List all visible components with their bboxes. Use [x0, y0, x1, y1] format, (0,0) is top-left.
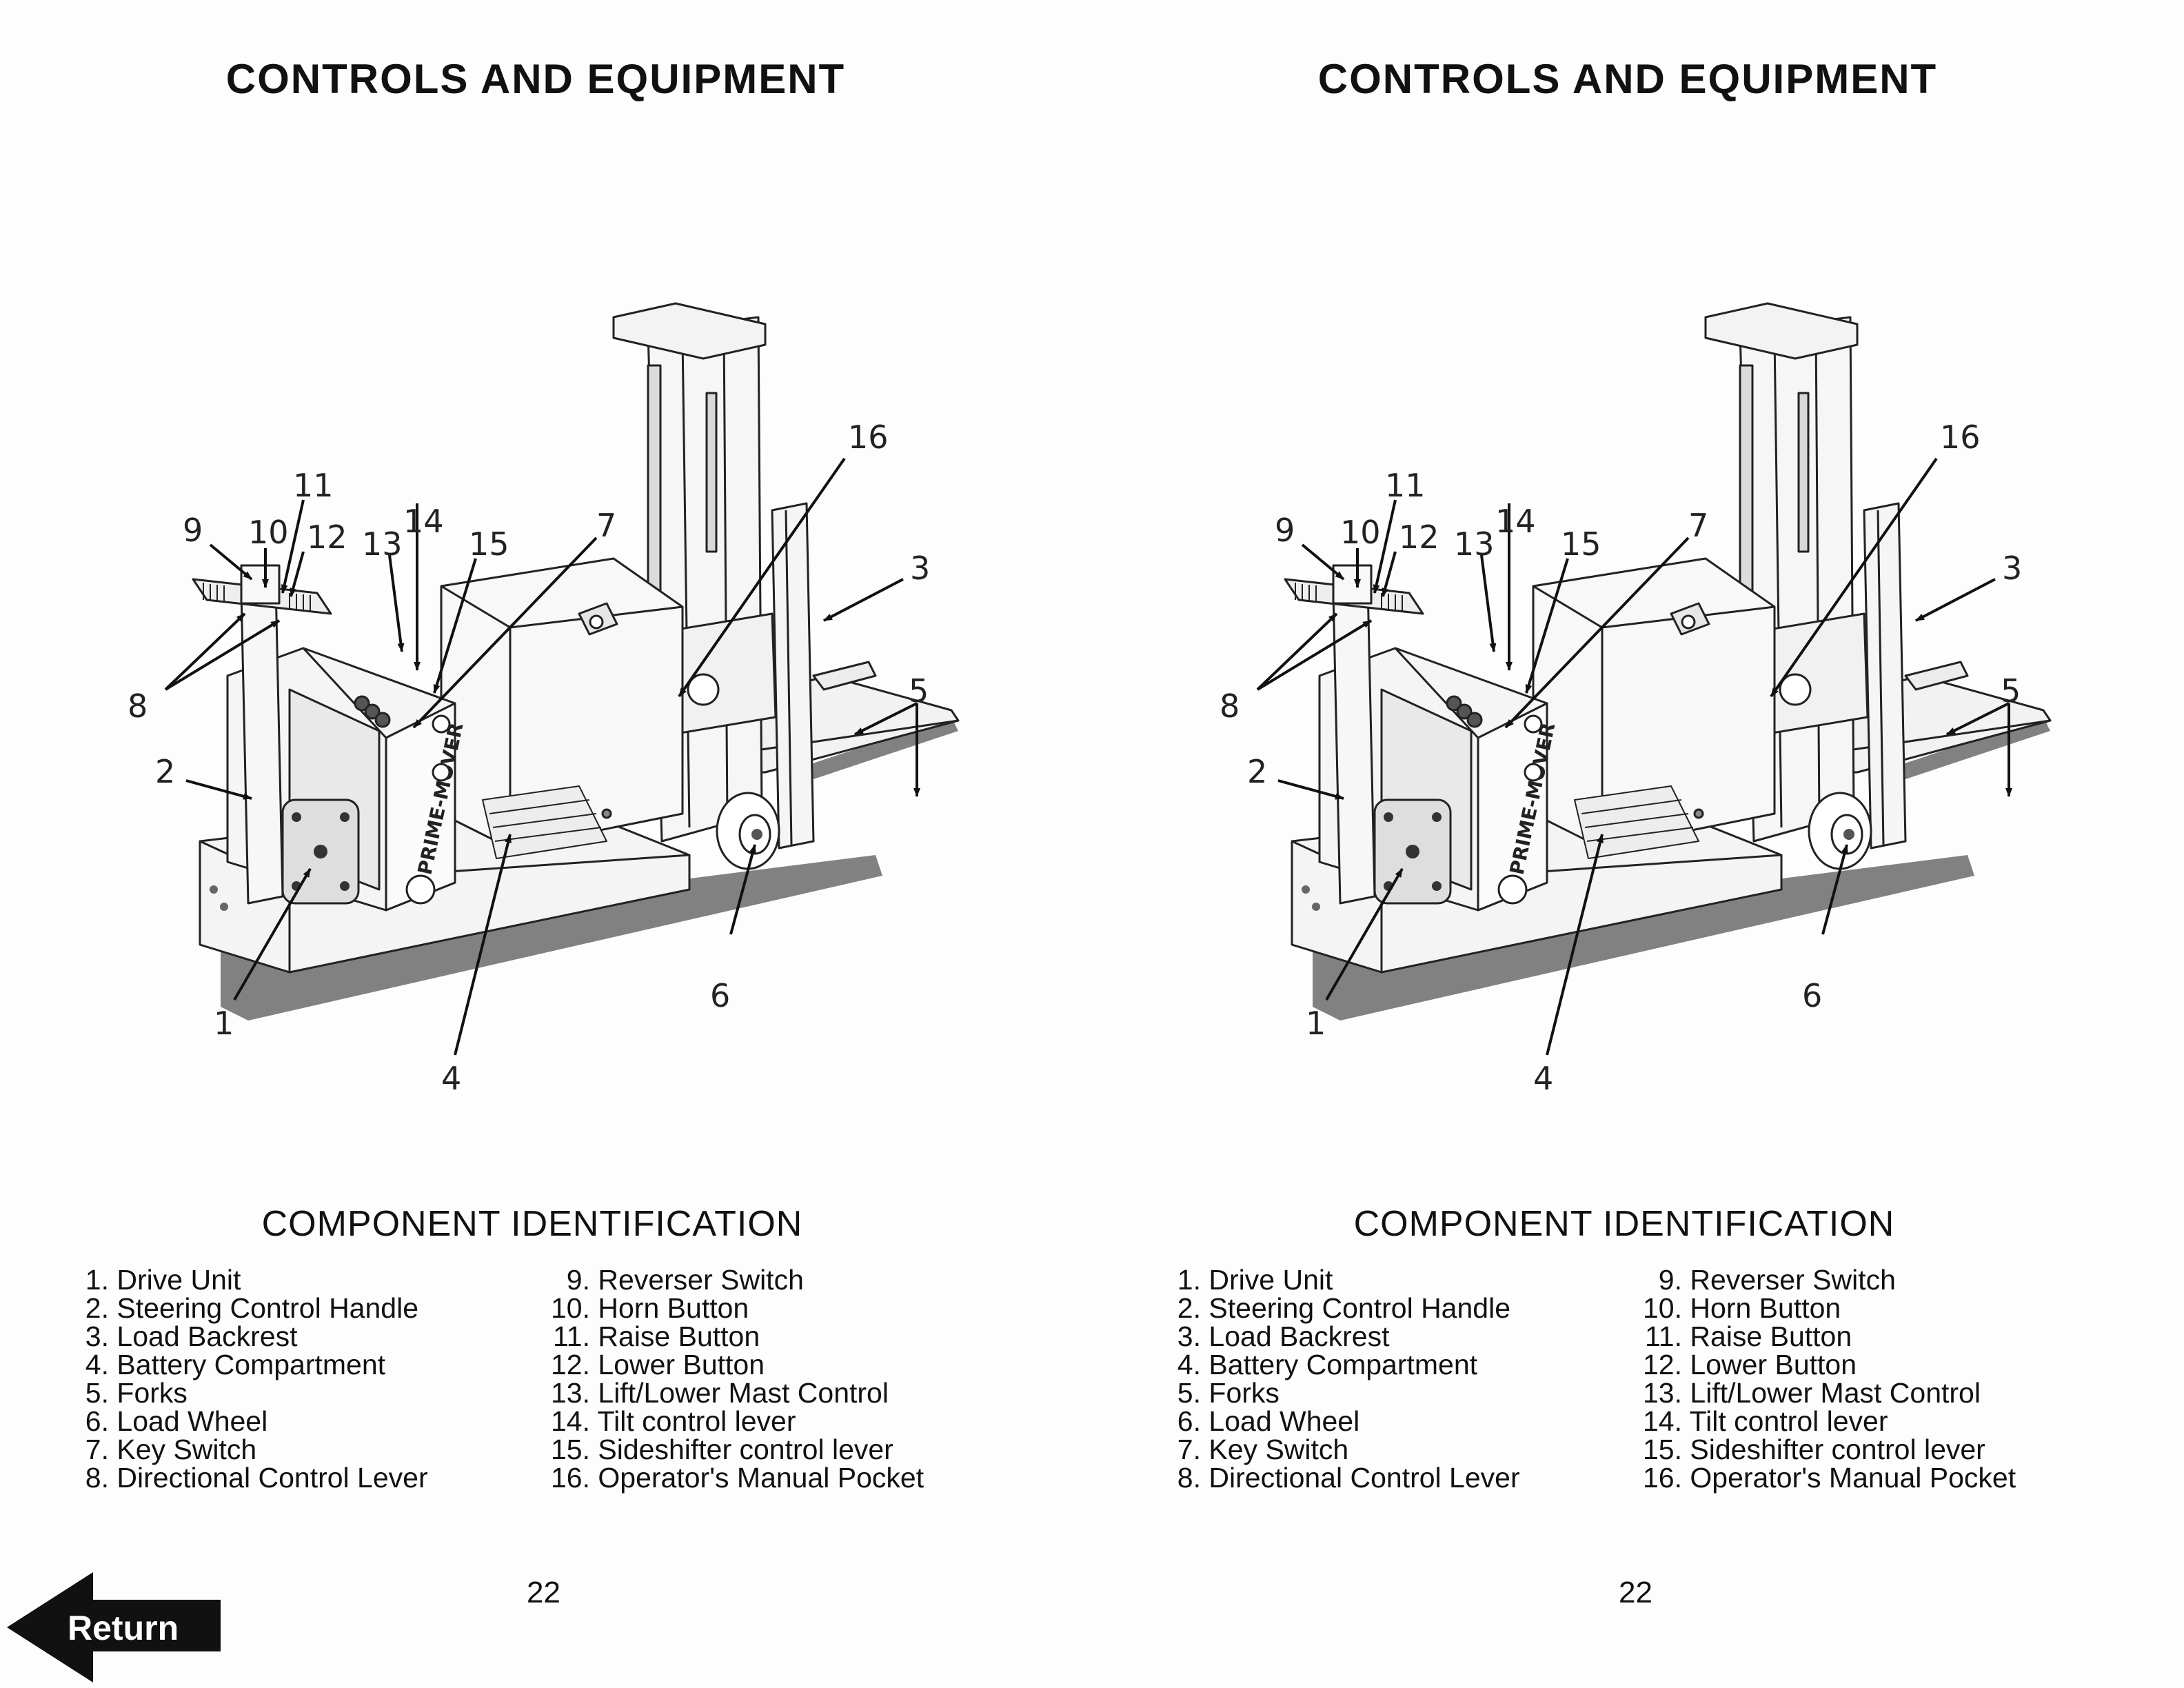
- callout-12: 12: [1399, 519, 1439, 556]
- list-item: 6. Load Wheel: [1177, 1405, 1360, 1437]
- list-item: 13. Lift/Lower Mast Control: [1643, 1377, 1981, 1409]
- callout-4: 4: [441, 1060, 461, 1097]
- callout-8: 8: [1220, 687, 1240, 725]
- list-item: 14. Tilt control lever: [1643, 1405, 1888, 1437]
- forklift-illustration: PRIME-MOVER: [128, 302, 960, 1097]
- callout-12: 12: [307, 519, 347, 556]
- callout-11: 11: [1385, 467, 1426, 504]
- list-item: 2. Steering Control Handle: [1177, 1292, 1510, 1324]
- list-item: 2. Steering Control Handle: [85, 1292, 418, 1324]
- list-item: 9. Reverser Switch: [566, 1264, 804, 1296]
- callout-16: 16: [1940, 419, 1981, 456]
- list-item: 15. Sideshifter control lever: [551, 1434, 893, 1465]
- return-label: Return: [68, 1609, 179, 1647]
- component-list-col2: 9. Reverser Switch 10. Horn Button 11. R…: [543, 1266, 924, 1492]
- list-item: 12. Lower Button: [1643, 1349, 1857, 1380]
- list-item: 8. Directional Control Lever: [85, 1462, 428, 1494]
- callout-4: 4: [1533, 1060, 1553, 1097]
- page-title: CONTROLS AND EQUIPMENT: [225, 56, 846, 102]
- list-item: 3. Load Backrest: [85, 1320, 298, 1352]
- callout-10: 10: [248, 514, 289, 551]
- callout-1: 1: [1306, 1005, 1326, 1042]
- callout-9: 9: [1275, 512, 1295, 549]
- list-item: 7. Key Switch: [85, 1434, 257, 1465]
- forklift-diagram: PRIME-MOVER: [83, 290, 993, 1117]
- list-item: 7. Key Switch: [1177, 1434, 1349, 1465]
- arrow-left-icon: [7, 1572, 221, 1682]
- callout-11: 11: [293, 467, 334, 504]
- list-item: 4. Battery Compartment: [1177, 1349, 1478, 1380]
- forklift-illustration: PRIME-MOVER: [1220, 302, 2052, 1097]
- section-heading: COMPONENT IDENTIFICATION: [261, 1204, 803, 1244]
- list-item: 10. Horn Button: [1643, 1292, 1841, 1324]
- callout-10: 10: [1340, 514, 1381, 551]
- list-item: 3. Load Backrest: [1177, 1320, 1390, 1352]
- callout-3: 3: [910, 550, 930, 587]
- callout-5: 5: [2001, 672, 2021, 710]
- list-item: 13. Lift/Lower Mast Control: [551, 1377, 889, 1409]
- list-item: 1. Drive Unit: [1177, 1264, 1333, 1296]
- return-button[interactable]: Return: [7, 1572, 228, 1682]
- callout-1: 1: [214, 1005, 234, 1042]
- list-item: 1. Drive Unit: [85, 1264, 241, 1296]
- section-heading: COMPONENT IDENTIFICATION: [1353, 1204, 1895, 1244]
- manual-page-left: CONTROLS AND EQUIPMENT: [7, 56, 993, 1682]
- list-item: 4. Battery Compartment: [85, 1349, 386, 1380]
- callout-15: 15: [469, 525, 509, 563]
- callout-14: 14: [1495, 503, 1536, 540]
- list-item: 5. Forks: [1177, 1377, 1280, 1409]
- list-item: 12. Lower Button: [551, 1349, 765, 1380]
- callout-8: 8: [128, 687, 148, 725]
- callout-6: 6: [1802, 977, 1822, 1014]
- list-item: 11. Raise Button: [1645, 1320, 1852, 1352]
- list-item: 15. Sideshifter control lever: [1643, 1434, 1985, 1465]
- callout-13: 13: [1454, 525, 1495, 563]
- list-item: 6. Load Wheel: [85, 1405, 268, 1437]
- list-item: 14. Tilt control lever: [551, 1405, 796, 1437]
- component-list-col2: 9. Reverser Switch 10. Horn Button 11. R…: [1635, 1266, 2016, 1492]
- callout-7: 7: [1688, 507, 1708, 544]
- list-item: 16. Operator's Manual Pocket: [551, 1462, 924, 1494]
- callout-16: 16: [848, 419, 889, 456]
- manual-page-right: CONTROLS AND EQUIPMENT: [1092, 0, 2184, 1688]
- callout-5: 5: [909, 672, 929, 710]
- callout-6: 6: [710, 977, 730, 1014]
- component-list-col1: 1. Drive Unit 2. Steering Control Handle…: [81, 1266, 428, 1492]
- list-item: 16. Operator's Manual Pocket: [1643, 1462, 2016, 1494]
- list-item: 5. Forks: [85, 1377, 188, 1409]
- callout-13: 13: [362, 525, 403, 563]
- callout-14: 14: [403, 503, 444, 540]
- forklift-diagram: PRIME-MOVER: [1175, 290, 2085, 1117]
- callout-9: 9: [183, 512, 203, 549]
- list-item: 9. Reverser Switch: [1658, 1264, 1896, 1296]
- callout-15: 15: [1561, 525, 1601, 563]
- callout-2: 2: [155, 753, 175, 790]
- callout-7: 7: [596, 507, 616, 544]
- list-item: 10. Horn Button: [551, 1292, 749, 1324]
- component-list-col1: 1. Drive Unit 2. Steering Control Handle…: [1173, 1266, 1520, 1492]
- page-number: 22: [1619, 1576, 1652, 1609]
- list-item: 8. Directional Control Lever: [1177, 1462, 1520, 1494]
- callout-2: 2: [1247, 753, 1267, 790]
- page-number: 22: [527, 1576, 560, 1609]
- callout-3: 3: [2002, 550, 2022, 587]
- list-item: 11. Raise Button: [553, 1320, 760, 1352]
- page-title: CONTROLS AND EQUIPMENT: [1317, 56, 1938, 102]
